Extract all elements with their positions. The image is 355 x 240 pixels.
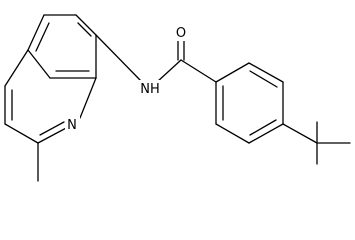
- ring-nitrogen-label-bg: [65, 116, 80, 133]
- bond-b2-b3: [248, 62, 284, 83]
- bond-b5-b6: [215, 123, 250, 144]
- quinoline-bonds: [4, 14, 97, 182]
- bond-c4-c4a: [27, 14, 45, 51]
- bond-carbonyl-ring: [180, 59, 217, 83]
- bond-c4-c4a-inner: [35, 22, 50, 52]
- atom-labels: O NH N: [65, 24, 189, 133]
- bond-c4a-c3: [4, 49, 29, 87]
- amide-nitrogen-label-bg: [139, 80, 161, 97]
- bond-c5-c8-inner: [77, 22, 92, 37]
- bond-ring-quaternary: [282, 123, 318, 144]
- bond-b4-b5: [248, 123, 284, 144]
- bond-c2-c1: [4, 123, 39, 144]
- bond-nh-carbonyl: [156, 59, 182, 83]
- bond-b4-b5-inner: [249, 119, 277, 136]
- benzene-bonds: [215, 62, 284, 144]
- bond-c8a-n1: [79, 77, 97, 119]
- amide-nitrogen-label: NH: [140, 82, 160, 97]
- ring-nitrogen-label: N: [67, 118, 77, 133]
- bond-b1-b2: [215, 62, 250, 83]
- oxygen-label-bg: [172, 24, 189, 41]
- bond-c1-n1: [37, 126, 69, 144]
- oxygen-label: O: [176, 26, 186, 41]
- structure-canvas: O NH N: [4, 14, 351, 182]
- bond-c4a-ring: [27, 49, 51, 79]
- amide-bonds: [95, 34, 217, 83]
- tert-butyl-bonds: [282, 121, 351, 165]
- bond-c5-c8-top: [75, 14, 97, 36]
- bond-b2-b3-inner: [249, 70, 278, 88]
- bond-c8-nh: [95, 34, 142, 82]
- bond-c1-n1-inner: [39, 121, 65, 136]
